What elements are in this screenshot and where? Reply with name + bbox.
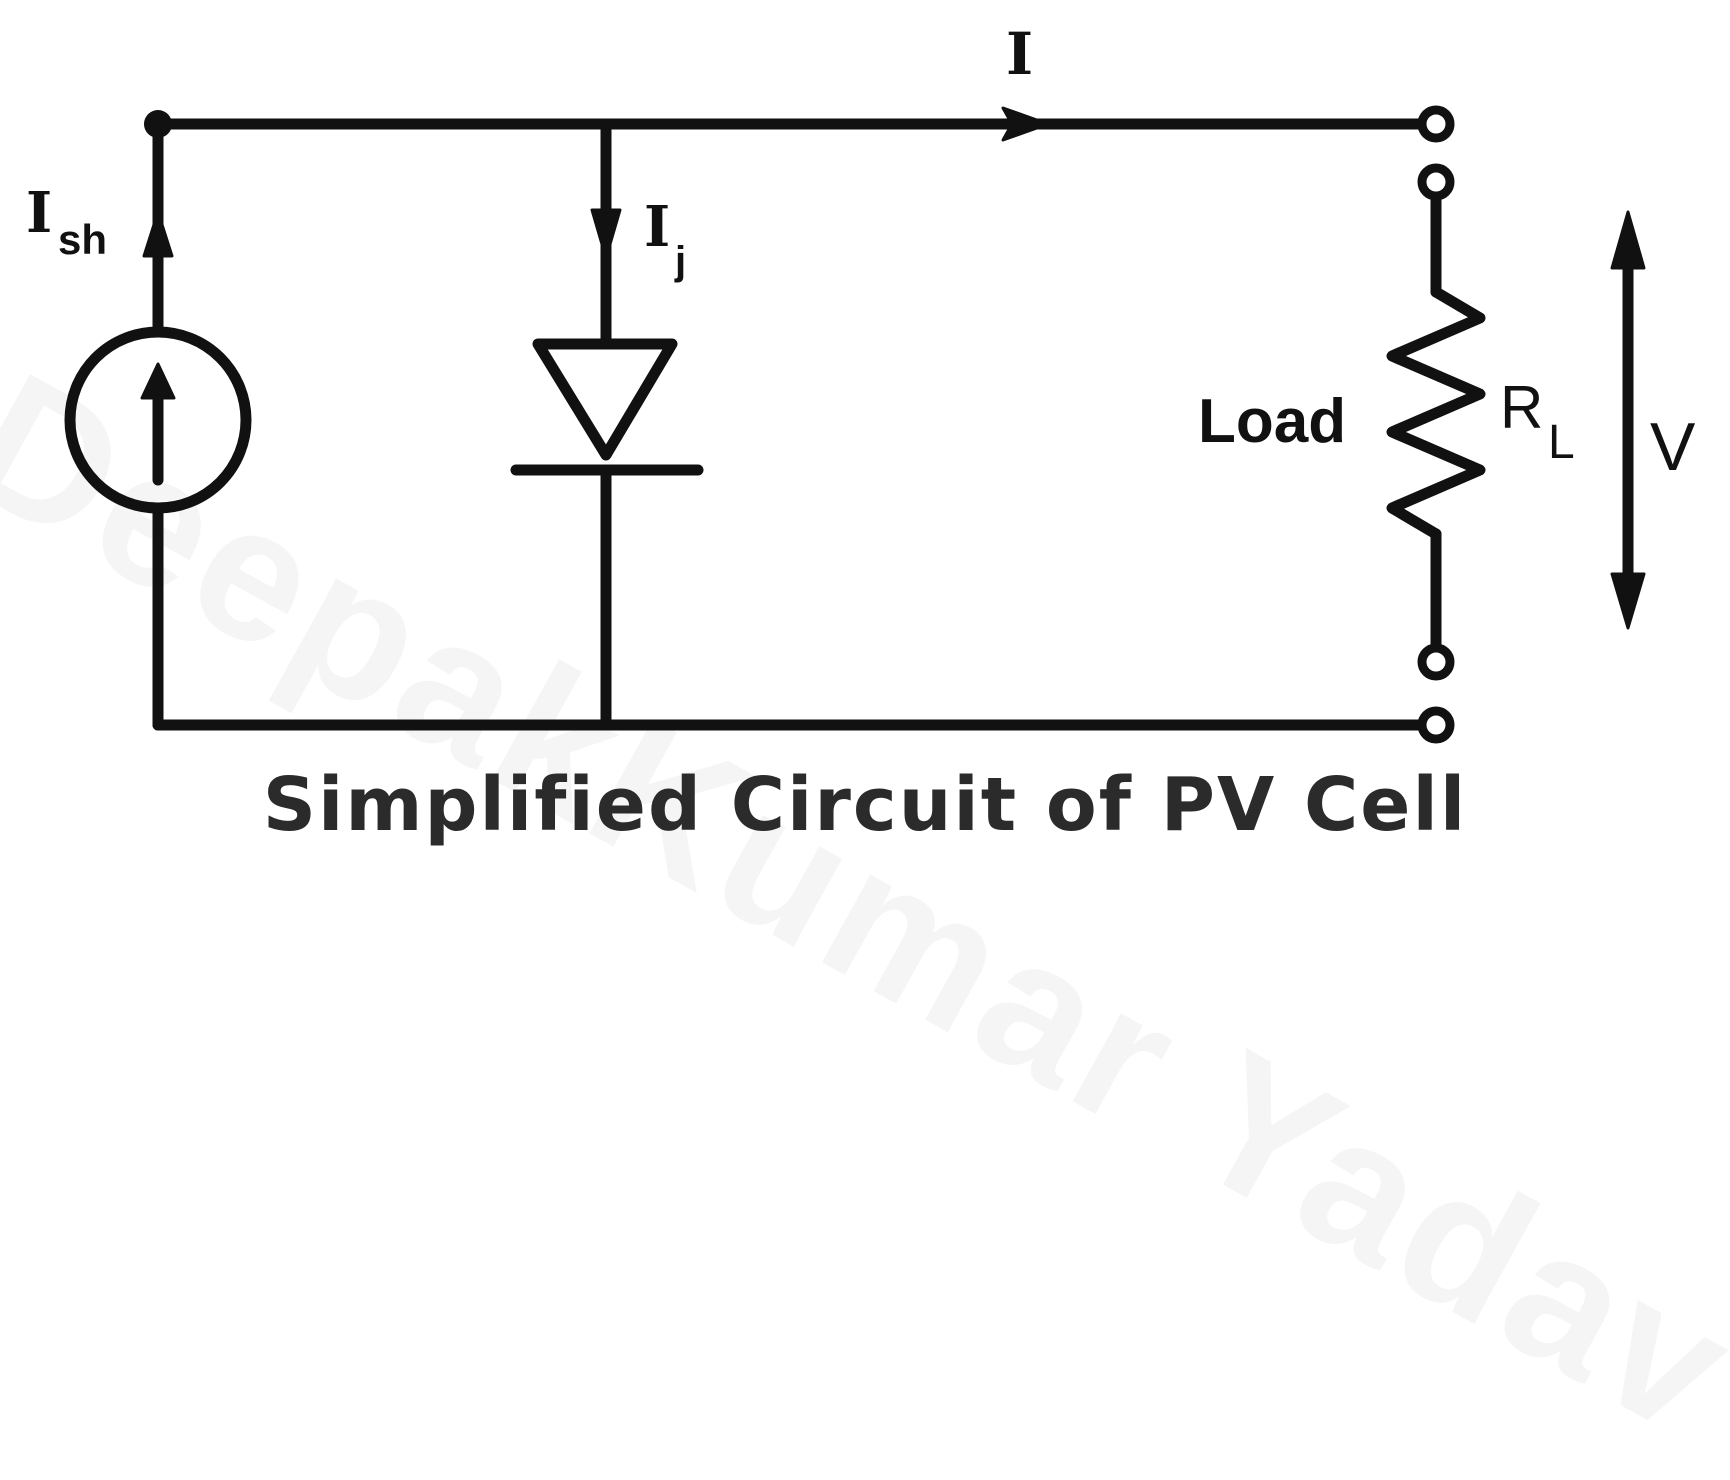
diode-triangle — [532, 338, 678, 461]
terminal-top-inner — [1417, 163, 1455, 201]
junction-current-arrow-icon — [590, 208, 622, 260]
voltage-arrow-down-icon — [1610, 572, 1646, 630]
resistor-label: R — [1500, 374, 1543, 441]
terminal-top-outer — [1417, 105, 1455, 143]
load-label: Load — [1198, 387, 1346, 456]
circuit-diagram: DeepakKumar Yadav — [26, 20, 1696, 848]
voltage-label: V — [1650, 409, 1696, 485]
shunt-current-arrow-icon — [142, 210, 174, 258]
main-current-arrow-icon — [1001, 106, 1050, 142]
diagram-title: Simplified Circuit of PV Cell — [262, 762, 1468, 848]
current-source-circle — [64, 326, 252, 514]
junction-current-subscript: j — [674, 239, 686, 283]
terminal-bottom-outer — [1417, 706, 1455, 744]
resistor-subscript: L — [1548, 416, 1575, 469]
shunt-current-subscript: sh — [58, 216, 107, 263]
terminal-bottom-inner — [1417, 643, 1455, 681]
voltage-arrow-up-icon — [1610, 210, 1646, 270]
circuit-svg: I I sh I j Load R L V — [26, 20, 1696, 744]
source-arrow-head-icon — [140, 362, 176, 400]
junction-node — [144, 110, 172, 138]
shunt-current-label: I — [26, 180, 52, 246]
resistor-zigzag — [1386, 286, 1486, 540]
junction-current-label: I — [644, 194, 670, 260]
main-current-label: I — [1006, 20, 1033, 88]
